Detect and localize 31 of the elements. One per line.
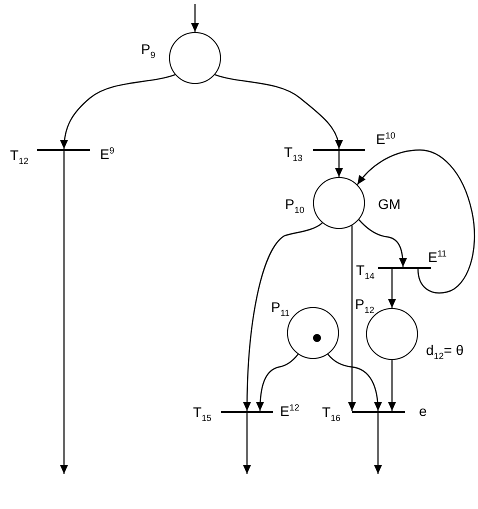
arrow (388, 360, 396, 411)
arrow (243, 413, 251, 474)
place-label: P$_{11}$ (271, 299, 290, 315)
arrow (327, 354, 382, 412)
arrow (243, 222, 323, 411)
place-annotation: d$_{12}$= θ (426, 342, 464, 358)
arrow (356, 149, 475, 294)
place-label: P$_{10}$ (285, 196, 304, 212)
arrow (191, 4, 199, 32)
event-label: E$^{11}$ (428, 249, 447, 265)
place-label: P$_{12}$ (355, 296, 374, 312)
transition-label: T$_{14}$ (356, 262, 375, 278)
arrow (60, 151, 68, 474)
transition-label: T$_{13}$ (284, 144, 303, 160)
place-annotation: GM (378, 196, 401, 212)
arrow (256, 354, 299, 412)
transition-label: T$_{16}$ (322, 404, 341, 420)
event-label: e (419, 403, 427, 419)
arrow (388, 269, 396, 308)
event-label: E$^{9}$ (100, 146, 114, 162)
arrow (358, 219, 407, 268)
arrow (60, 74, 176, 150)
transition-label: T$_{15}$ (193, 404, 212, 420)
arrow (374, 413, 382, 474)
arrow (214, 74, 342, 150)
event-label: E$^{10}$ (376, 131, 396, 147)
arrow (335, 151, 343, 177)
arrow (348, 226, 356, 411)
place-label: P$_{9}$ (141, 41, 156, 57)
event-label: E$^{12}$ (280, 403, 300, 419)
transition-label: T$_{12}$ (10, 147, 29, 163)
